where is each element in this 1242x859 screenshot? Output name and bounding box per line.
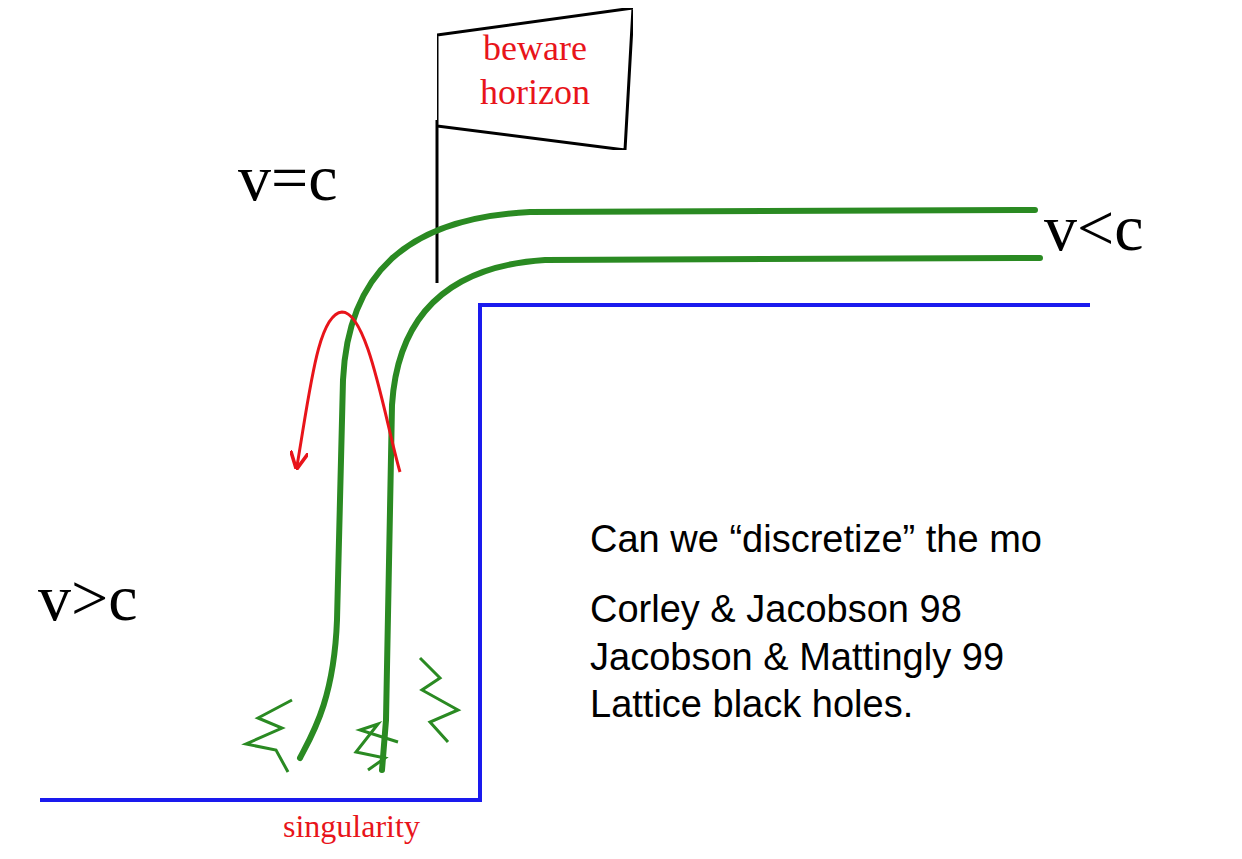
flag-text: beware horizon	[437, 8, 633, 114]
region-label: v<c	[1044, 190, 1144, 266]
region-label: v>c	[38, 560, 138, 636]
flag: beware horizon	[437, 8, 633, 150]
region-label: v=c	[238, 140, 338, 216]
reference: Corley & Jacobson 98	[590, 588, 962, 632]
singularity-label: singularity	[283, 808, 420, 845]
flow-lines	[300, 210, 1040, 770]
flag-pole	[436, 120, 439, 283]
reference: Jacobson & Mattingly 99	[590, 636, 1004, 680]
slide-note: Can we “discretize” the mo	[590, 518, 1042, 562]
slide-note: Lattice black holes.	[590, 683, 913, 727]
step-boundary	[40, 305, 1090, 800]
wave-arrow	[297, 312, 400, 472]
singularity-zigzags	[246, 658, 458, 772]
